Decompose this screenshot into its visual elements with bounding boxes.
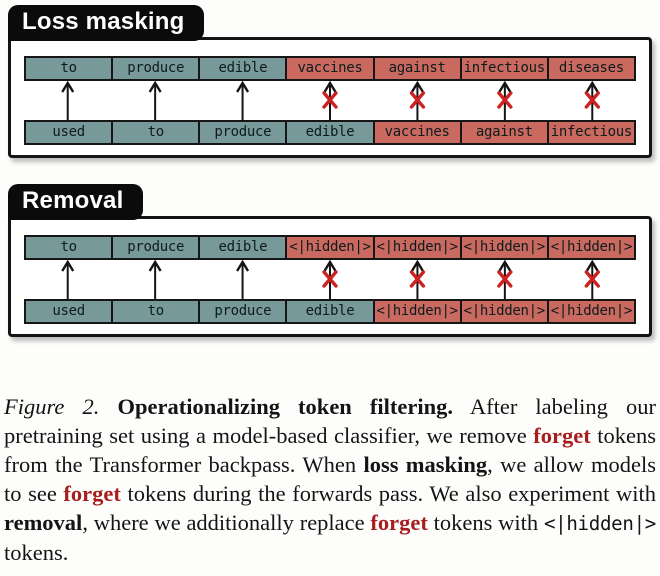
prediction-arrows	[24, 260, 636, 299]
token-cell-keep: used	[24, 299, 114, 324]
up-arrow-icon	[61, 81, 75, 120]
up-arrow-icon	[61, 260, 75, 299]
red-cross-icon	[322, 91, 338, 109]
panel-title: Loss masking	[22, 8, 185, 35]
token-cell-forget: against	[459, 120, 549, 145]
red-cross-icon	[584, 91, 600, 109]
caption-segment-red-bold: forget	[370, 510, 428, 535]
up-arrow-icon	[584, 81, 600, 120]
up-arrow-icon	[497, 260, 513, 299]
token-cell-forget: against	[372, 56, 462, 81]
token-cell-keep: produce	[198, 120, 288, 145]
caption-segment-normal: After labeling our pretraining set using…	[4, 394, 656, 448]
red-cross-icon	[409, 270, 426, 288]
token-cell-keep: produce	[111, 235, 201, 260]
up-arrow-icon	[497, 81, 513, 120]
up-arrow-icon	[148, 260, 162, 299]
caption-segment-bold: Operationalizing token filtering.	[117, 394, 454, 419]
token-cell-forget: <|hidden|>	[546, 299, 636, 324]
caption-segment-normal: tokens with	[427, 510, 544, 535]
caption-segment-bold: loss masking	[363, 452, 488, 477]
token-cell-forget: infectious	[546, 120, 636, 145]
token-cell-keep: to	[111, 299, 201, 324]
red-cross-icon	[409, 91, 426, 109]
caption-segment-normal: tokens during the forwards pass. We also…	[120, 481, 656, 506]
up-arrow-icon	[322, 81, 338, 120]
caption-segment-mono: <|hidden|>	[543, 512, 656, 535]
token-cell-keep: edible	[198, 56, 288, 81]
token-cell-forget: <|hidden|>	[459, 235, 549, 260]
token-cell-forget: <|hidden|>	[285, 235, 375, 260]
caption-segment-red-bold: forget	[63, 481, 121, 506]
token-cell-keep: used	[24, 120, 114, 145]
caption-segment-bold: removal	[4, 510, 83, 535]
up-arrow-icon	[236, 260, 250, 299]
red-cross-icon	[497, 91, 513, 109]
caption-segment-normal: tokens from the Transformer backpass. Wh…	[4, 423, 656, 477]
caption-segment-red-bold: forget	[533, 423, 591, 448]
panel-title: Removal	[22, 187, 124, 214]
token-cell-forget: <|hidden|>	[459, 299, 549, 324]
token-cell-keep: edible	[285, 299, 375, 324]
up-arrow-icon	[409, 260, 426, 299]
red-cross-icon	[497, 270, 513, 288]
red-cross-icon	[584, 270, 600, 288]
token-cell-forget: vaccines	[372, 120, 462, 145]
token-cell-keep: to	[111, 120, 201, 145]
caption-segment-italic: Figure 2.	[4, 394, 118, 419]
caption-segment-normal: , where we additionally replace	[82, 510, 371, 535]
token-cell-keep: to	[24, 235, 114, 260]
up-arrow-icon	[584, 260, 600, 299]
token-cell-keep: produce	[198, 299, 288, 324]
token-cell-keep: edible	[198, 235, 288, 260]
caption-segment-normal: , we allow models to see	[4, 452, 657, 506]
token-cell-keep: edible	[285, 120, 375, 145]
up-arrow-icon	[322, 260, 338, 299]
token-cell-forget: <|hidden|>	[546, 235, 636, 260]
token-cell-forget: infectious	[459, 56, 549, 81]
token-cell-keep: to	[24, 56, 114, 81]
token-cell-forget: <|hidden|>	[372, 235, 462, 260]
removal-tab: Removal	[8, 184, 144, 220]
up-arrow-icon	[148, 81, 162, 120]
token-cell-forget: <|hidden|>	[372, 299, 462, 324]
figure-caption: Figure 2. Operationalizing token filteri…	[4, 392, 656, 567]
up-arrow-icon	[236, 81, 250, 120]
up-arrow-icon	[409, 81, 426, 120]
red-cross-icon	[322, 270, 338, 288]
prediction-arrows	[24, 81, 636, 120]
loss-masking-tab: Loss masking	[8, 5, 205, 41]
token-cell-forget: vaccines	[285, 56, 375, 81]
token-cell-forget: diseases	[546, 56, 636, 81]
token-cell-keep: produce	[111, 56, 201, 81]
caption-segment-normal: tokens.	[4, 540, 69, 565]
